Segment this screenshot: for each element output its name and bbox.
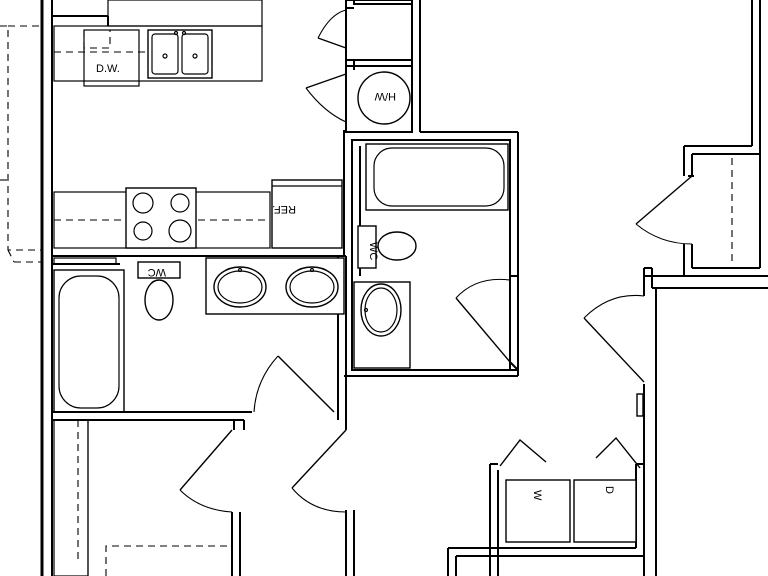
water-heater	[357, 71, 411, 125]
dishwasher-label: D.W.	[96, 63, 120, 75]
kitchen-sink	[147, 29, 213, 79]
hall-door-right	[583, 294, 645, 417]
vanity-lower	[205, 257, 345, 315]
bedroom-lower	[51, 419, 355, 576]
washer-label: W	[531, 490, 543, 501]
toilet-upper: WC	[357, 225, 417, 269]
toilet-upper-label: WC	[367, 242, 379, 260]
dishwasher-outline	[83, 29, 140, 87]
stove	[125, 187, 197, 249]
refrigerator: REF.	[271, 179, 343, 249]
bathroom-upper: WC	[344, 139, 519, 377]
closet-right	[635, 158, 733, 266]
refrigerator-label: REF.	[272, 203, 296, 215]
bathroom-lower: WC	[52, 255, 347, 430]
exterior-walls	[40, 0, 768, 576]
water-heater-label: H/W	[374, 90, 396, 102]
dryer	[573, 479, 637, 543]
toilet-lower-label: WC	[148, 266, 166, 278]
laundry: W D	[447, 436, 644, 576]
toilet-lower: WC	[137, 261, 181, 321]
washer	[505, 479, 571, 543]
dryer-label: D	[603, 486, 615, 494]
kitchen: D.W. REF.	[0, 0, 345, 263]
closets-upper: H/W	[305, 0, 413, 133]
vanity-upper	[353, 281, 411, 369]
